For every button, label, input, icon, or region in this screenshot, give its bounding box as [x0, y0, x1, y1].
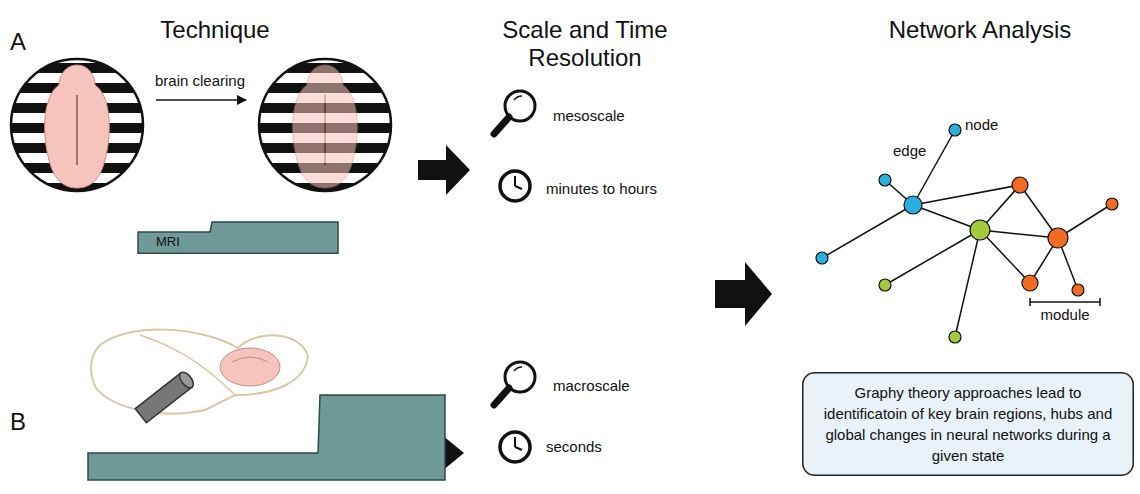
process-arrow: [156, 99, 246, 101]
drawing-part: [494, 388, 509, 405]
magnifier-icon: [494, 91, 535, 134]
drawing-part: [955, 230, 980, 337]
magnifier-icon: [494, 362, 535, 405]
drawing-part: [515, 447, 522, 450]
label-text: module: [1040, 306, 1089, 323]
node-text: Graphy theory approaches lead to identif…: [818, 382, 1118, 466]
drawing-part: [980, 230, 1058, 238]
drawing-part: [514, 367, 522, 371]
label-text: A: [10, 28, 26, 56]
drawing-part: [970, 220, 990, 240]
block-arrow: [715, 262, 772, 326]
drawing-part: [913, 205, 980, 230]
drawing-part: [177, 370, 196, 390]
drawing-part: [514, 176, 516, 186]
drawing-part: [949, 331, 961, 343]
drawing-part: [500, 171, 530, 201]
node-text: MRI: [156, 235, 338, 249]
label-text: edge: [893, 142, 926, 159]
drawing-part: [822, 205, 913, 258]
drawing-part: [293, 65, 358, 188]
clock-icon: [500, 171, 530, 201]
drawing-part: [76, 95, 78, 165]
drawing-part: [135, 370, 196, 423]
drawing-part: [11, 59, 143, 191]
label-text: Technique: [160, 16, 269, 44]
drawing-part: [879, 174, 891, 186]
label-text: mesoscale: [553, 107, 625, 124]
drawing-part: [1048, 228, 1068, 248]
drawing-part: [904, 196, 922, 214]
drawing-part: [91, 330, 308, 414]
drawing-part: [803, 373, 1134, 476]
clock-icon: [500, 432, 530, 462]
drawing-part: [1072, 284, 1084, 296]
drawing-part: [514, 437, 516, 447]
drawing-part: [138, 222, 338, 253]
label-text: B: [10, 408, 26, 436]
label-text: Scale and Time Resolution: [470, 16, 700, 71]
drawing-part: [494, 117, 509, 134]
drawing-part: [980, 230, 1030, 283]
drawing-part: [324, 95, 326, 165]
drawing-part: [259, 59, 391, 191]
cleared-brain: [293, 65, 358, 188]
drawing-part: [913, 130, 955, 205]
block-arrow: [418, 145, 470, 195]
network-graph: [816, 124, 1118, 343]
striped-circle: [7, 59, 147, 193]
mri-scanner: MRI: [138, 222, 338, 253]
drawing-part: [1106, 198, 1118, 210]
drawing-part: [514, 96, 522, 100]
drawing-part: [879, 279, 891, 291]
drawing-part: [949, 124, 961, 136]
label-text: Network Analysis: [889, 16, 1072, 44]
drawing-part: [816, 252, 828, 264]
label-text: brain clearing: [155, 72, 245, 89]
drawing-part: [232, 357, 268, 362]
drawing-part: [500, 432, 530, 462]
label-text: macroscale: [553, 377, 630, 394]
striped-circle: [255, 59, 395, 193]
drawing-part: [1022, 275, 1038, 291]
label-text: seconds: [546, 438, 602, 455]
drawing-part: [885, 230, 980, 285]
drawing-part: [45, 65, 110, 188]
module-bracket: [1030, 298, 1100, 306]
mouse: [91, 330, 308, 423]
label-text: node: [965, 116, 998, 133]
drawing-part: [1012, 177, 1028, 193]
brain: [45, 65, 110, 188]
drawing-part: [515, 186, 522, 189]
label-text: minutes to hours: [546, 180, 657, 197]
note-box: Graphy theory approaches lead to identif…: [802, 372, 1134, 476]
drawing-part: [220, 348, 280, 386]
